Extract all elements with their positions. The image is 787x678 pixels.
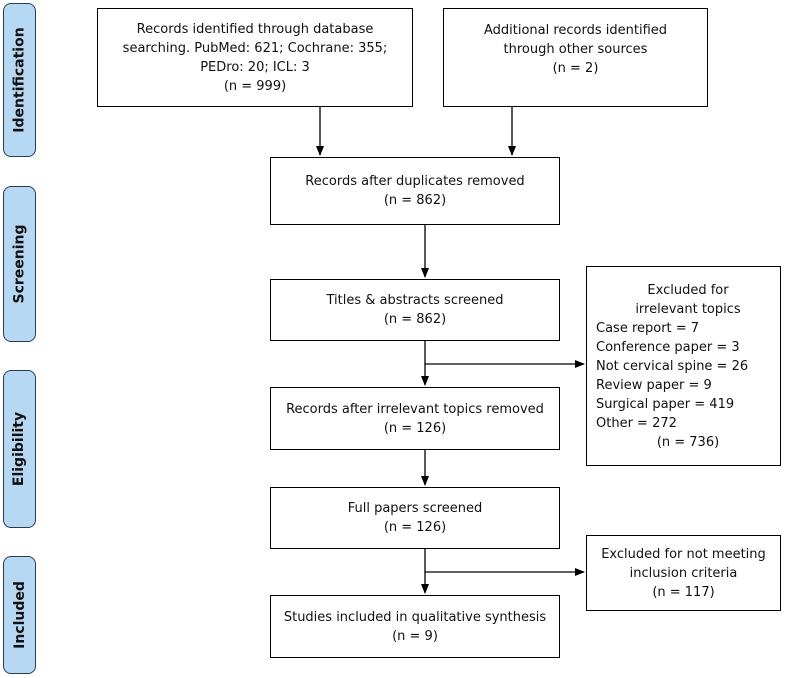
box-studies-included: Studies included in qualitative synthesi… <box>270 595 560 658</box>
box-excluded-criteria: Excluded for not meeting inclusion crite… <box>586 535 781 611</box>
stage-identification: Identification <box>3 3 36 157</box>
exclusion-conference-paper: Conference paper = 3 <box>596 339 740 355</box>
exclusion-total: (n = 736) <box>656 434 720 450</box>
stage-included: Included <box>3 556 36 674</box>
exclusion-other: Other = 272 <box>596 415 677 431</box>
stage-eligibility: Eligibility <box>3 370 36 528</box>
box-excluded-irrelevant: Excluded for irrelevant topics Case repo… <box>586 266 781 466</box>
stage-screening: Screening <box>3 186 36 342</box>
box-other-sources: Additional records identified through ot… <box>443 8 708 107</box>
exclusion-not-cervical-spine: Not cervical spine = 26 <box>596 358 749 374</box>
exclusion-case-report: Case report = 7 <box>596 320 700 336</box>
box-irrelevant-removed: Records after irrelevant topics removed … <box>270 387 560 450</box>
box-full-papers: Full papers screened (n = 126) <box>270 487 560 549</box>
box-database-search: Records identified through database sear… <box>97 8 413 107</box>
box-duplicates-removed: Records after duplicates removed (n = 86… <box>270 157 560 225</box>
exclusion-surgical-paper: Surgical paper = 419 <box>596 396 735 412</box>
exclusion-review-paper: Review paper = 9 <box>596 377 712 393</box>
box-titles-screened: Titles & abstracts screened (n = 862) <box>270 279 560 341</box>
